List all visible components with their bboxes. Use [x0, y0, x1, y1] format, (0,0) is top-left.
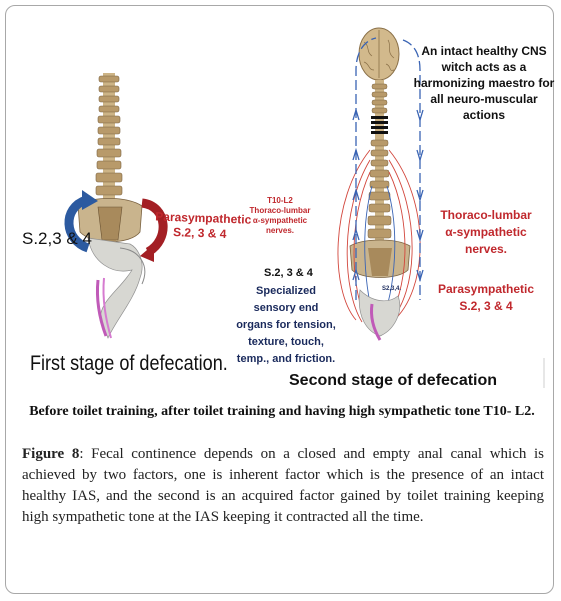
thoraco-small-line2: Thoraco-lumbar: [249, 206, 311, 215]
figure-subcaption: Before toilet training, after toilet tra…: [29, 404, 535, 419]
right-spine: [349, 80, 411, 278]
second-stage-title: Second stage of defecation: [289, 372, 498, 389]
figure-caption: Figure 8: Fecal continence depends on a …: [22, 444, 544, 528]
caption-label: Figure 8: [22, 446, 80, 462]
para-right-line1: Parasympathetic: [437, 282, 535, 296]
left-spine: [95, 73, 123, 201]
left-parasympathetic-levels: S.2, 3 & 4: [172, 225, 227, 241]
thoraco-right-line2: α-sympathetic: [445, 225, 527, 239]
thoraco-right-line1: Thoraco-lumbar: [440, 208, 532, 222]
thoraco-small-line4: nerves.: [265, 226, 295, 235]
para-right-line2: S.2, 3 & 4: [459, 299, 513, 313]
para-right-label: Parasympathetic S.2, 3 & 4: [425, 281, 547, 315]
brain: [358, 27, 400, 81]
left-parasympathetic-title: Parasympathetic: [155, 209, 252, 227]
left-red-arrow: [140, 198, 168, 262]
left-s234-label: S.2,3 & 4: [22, 229, 92, 248]
thoraco-small-label: T10-L2 Thoraco-lumbar α-sympathetic nerv…: [240, 196, 320, 236]
cns-note: An intact healthy CNS witch acts as a ha…: [413, 44, 555, 122]
sensory-note: Specialized sensory end organs for tensi…: [236, 285, 336, 365]
left-blue-arrow: [64, 190, 98, 253]
thoraco-right-label: Thoraco-lumbar α-sympathetic nerves.: [425, 207, 547, 258]
s234-label: S.2, 3 & 4: [264, 267, 313, 279]
thoraco-small-line1: T10-L2: [267, 196, 293, 205]
cns-feedback-arrows: [352, 37, 424, 300]
caption-text: : Fecal continence depends on a closed a…: [22, 446, 544, 525]
thoraco-small-line3: α-sympathetic: [252, 216, 308, 225]
left-parasympathetic-label: Parasympathetic S.2, 3 & 4: [155, 209, 252, 242]
first-stage-title: First stage of defecation.: [30, 352, 228, 375]
thoraco-right-line3: nerves.: [464, 242, 508, 256]
right-pelvic-organs: [358, 289, 401, 341]
left-pelvis: [77, 198, 146, 339]
s234-small-label: S2,3,4.: [382, 286, 402, 292]
